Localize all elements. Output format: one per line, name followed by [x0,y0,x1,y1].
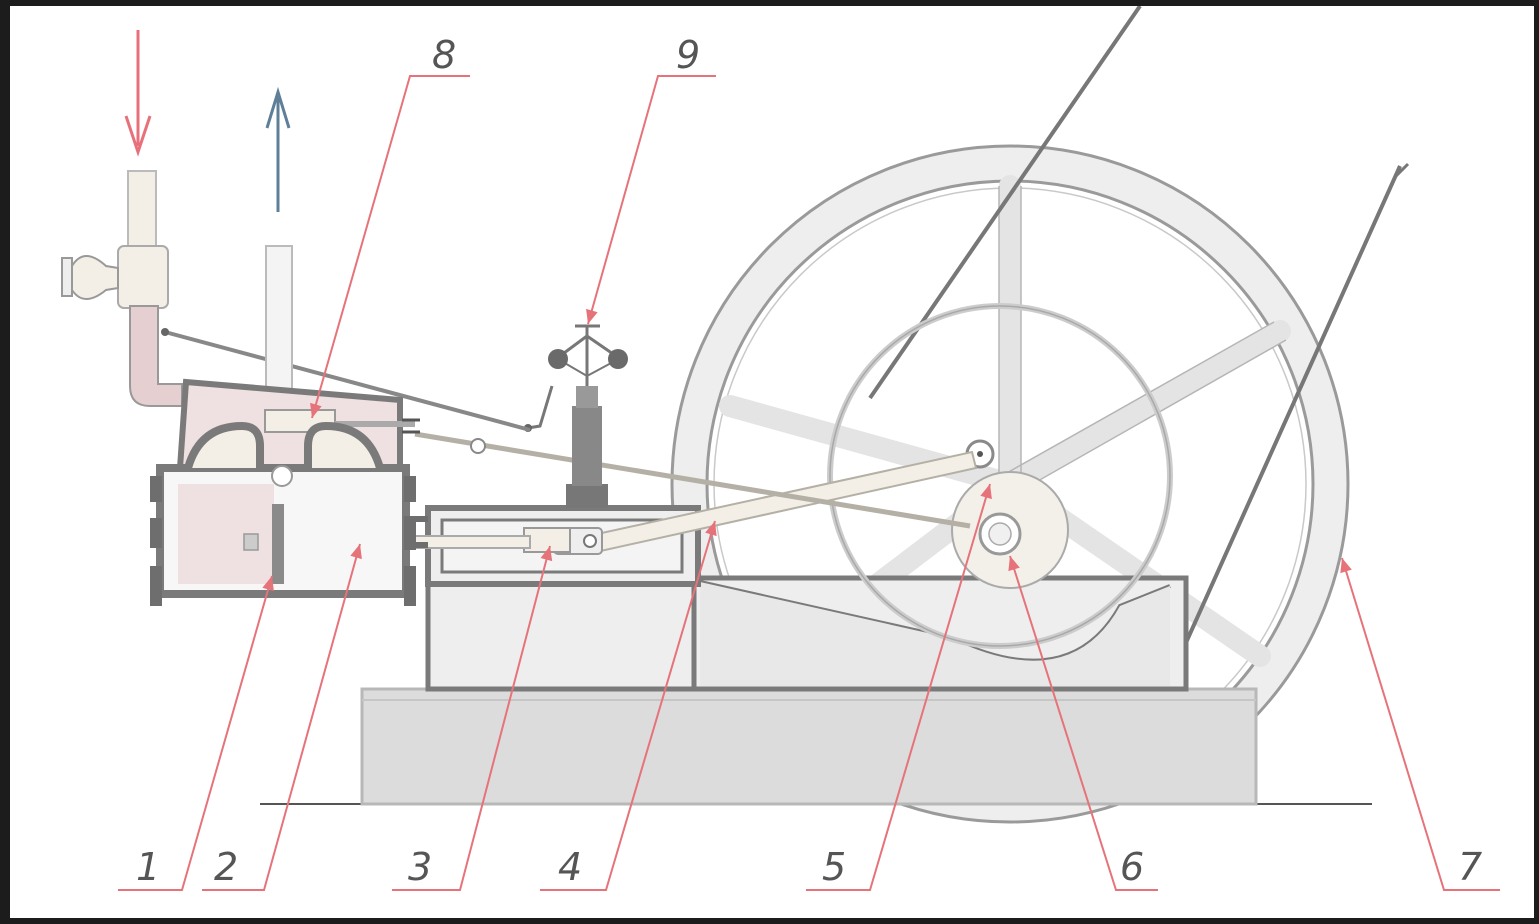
cylinder [150,421,428,606]
callout-2: 2 [214,845,238,889]
exhaust-arrow [265,86,291,212]
throttle-linkage [164,330,531,432]
diagram-frame: 1 2 3 4 5 6 7 8 9 [10,6,1534,918]
callout-7: 7 [1458,845,1482,889]
callout-9: 9 [676,33,700,77]
callout-4: 4 [558,845,582,889]
steam-in-arrow [124,30,152,157]
belt-lower [1178,165,1402,657]
exhaust-pipe [265,245,293,403]
leader-5 [806,483,991,891]
valve-rod [414,431,971,529]
foundation [360,687,1258,806]
crank-assembly [951,439,1069,589]
leader-4 [540,520,716,891]
callout-3: 3 [408,845,432,889]
leader-9 [587,75,716,325]
leader-6 [1009,555,1158,891]
callout-8: 8 [432,33,456,77]
leader-2 [202,543,361,891]
callout-5: 5 [822,845,846,889]
leader-1 [118,575,273,891]
callout-1: 1 [136,845,160,889]
belt-upper [868,6,1142,400]
piston [272,504,284,584]
leader-8 [311,75,470,419]
callout-6: 6 [1120,845,1144,889]
steam-inlet [61,170,183,407]
leader-7 [1341,557,1500,891]
governor [524,324,628,508]
steam-engine-diagram: 1 2 3 4 5 6 7 8 9 [61,6,1500,891]
leader-3 [392,545,551,891]
